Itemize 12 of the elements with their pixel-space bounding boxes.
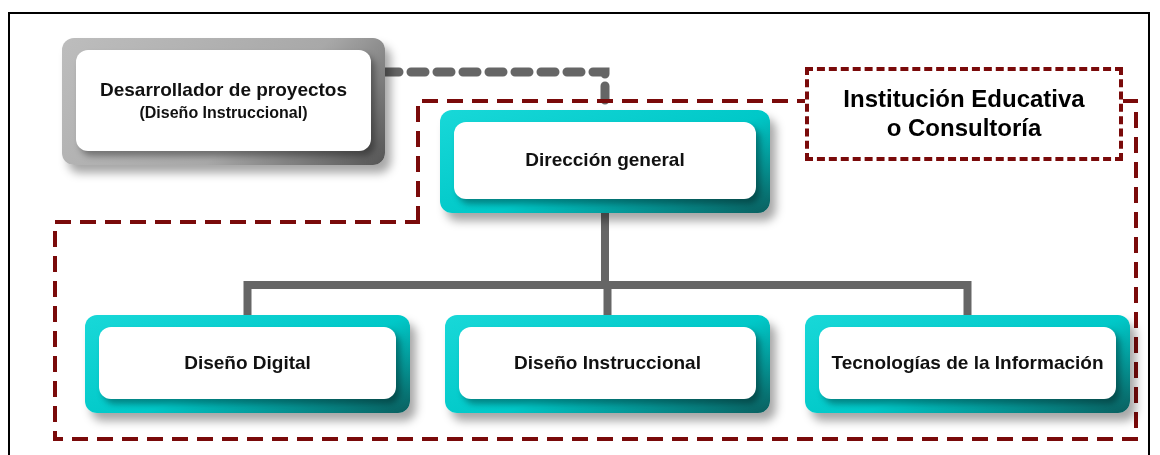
box-sublabel: (Diseño Instruccional) — [139, 103, 308, 123]
org-box — [445, 315, 770, 413]
org-box — [805, 315, 1130, 413]
box-label: Desarrollador de proyectos — [99, 78, 348, 102]
group-heading: Institución Educativa o Consultoría — [805, 67, 1123, 161]
org-box — [85, 315, 410, 413]
box-label: Dirección general — [525, 149, 685, 172]
box-label: Diseño Digital — [184, 351, 311, 375]
box-label: Tecnologías de la Información — [831, 351, 1104, 375]
org-box — [440, 110, 770, 213]
box-label: Diseño Instruccional — [514, 351, 701, 375]
org-box — [62, 38, 385, 165]
